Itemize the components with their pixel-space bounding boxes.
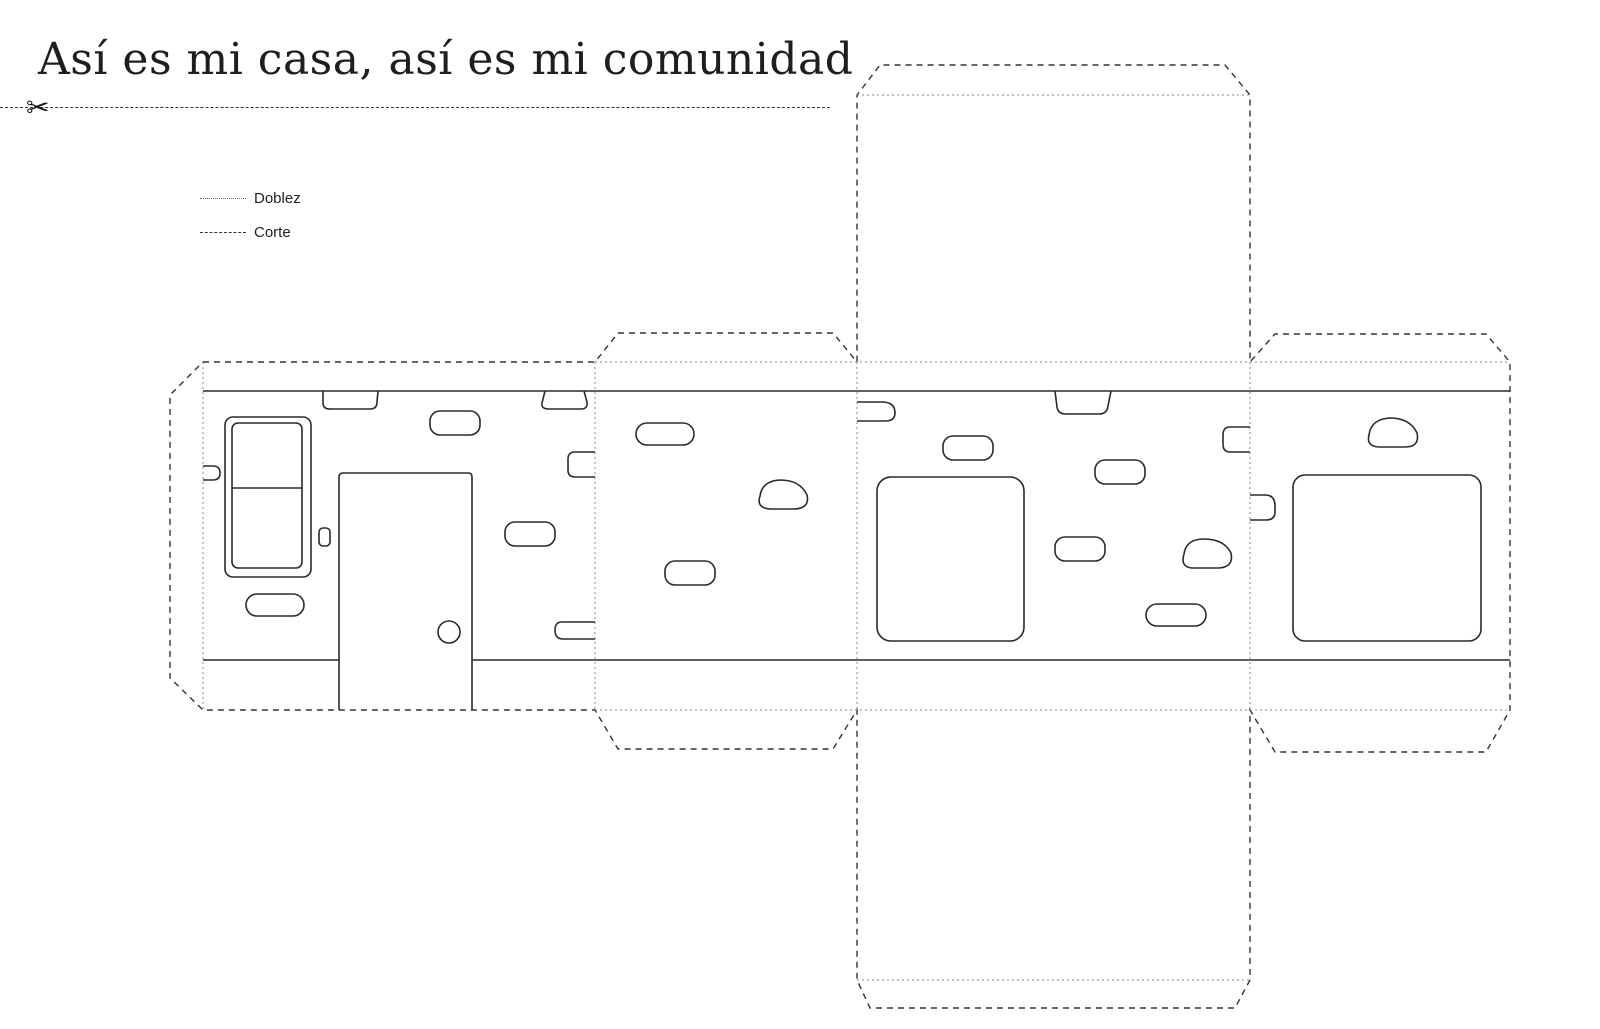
window-panel-4 [1292, 474, 1482, 642]
legend-cut: Corte [200, 222, 301, 242]
door [338, 472, 473, 710]
stones-panel-1 [203, 390, 595, 640]
door-knob [437, 620, 461, 644]
cut-guide-line [0, 107, 830, 108]
stones-panel-3 [857, 390, 1250, 627]
cut-line-swatch [200, 231, 246, 233]
net-cut-outline [169, 64, 1511, 1009]
legend: Doblez Corte [200, 188, 301, 256]
fold-line-swatch [200, 197, 246, 199]
scissors-icon: ✂ [26, 91, 50, 124]
window-frame [224, 416, 312, 578]
page-title: Así es mi casa, así es mi comunidad [38, 34, 854, 85]
legend-cut-label: Corte [254, 223, 291, 241]
stones-panel-2 [635, 422, 809, 586]
legend-fold: Doblez [200, 188, 301, 208]
stones-panel-4 [1250, 417, 1419, 521]
window-glass [231, 422, 303, 569]
legend-fold-label: Doblez [254, 189, 301, 207]
window-panel-3 [876, 476, 1025, 642]
fold-lines [202, 94, 1510, 981]
